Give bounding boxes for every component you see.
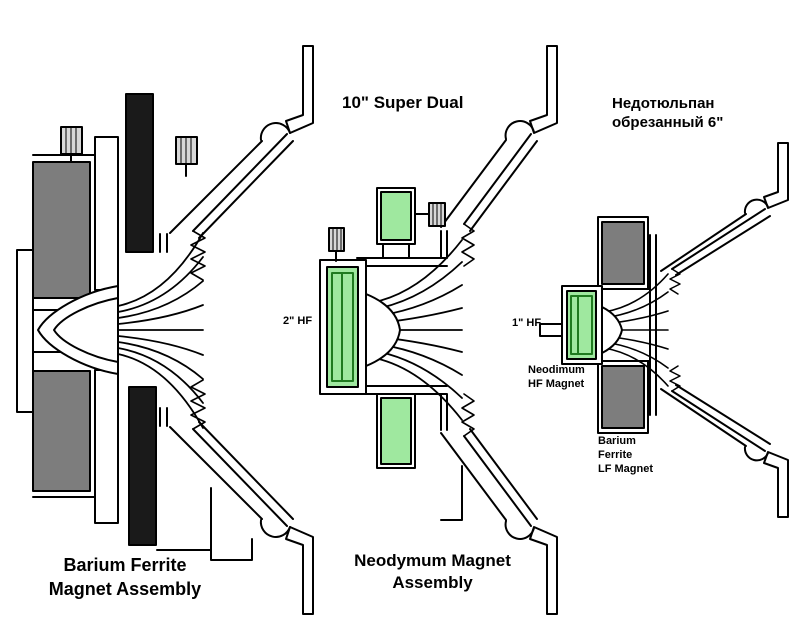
cone-line [603,347,669,387]
pole-block-bottom [128,386,157,546]
basket-slant-bottom [192,421,294,527]
front-plate-top [94,136,119,291]
screw-knurl [332,227,342,252]
basket-slant-bottom [463,428,538,527]
basket-slant-top [463,133,538,232]
hf-size-label-right: 1" HF [512,317,542,329]
rim-bottom [285,526,314,615]
hf-dome [365,293,401,367]
cone-edge-bottom [169,426,263,520]
hf-driver [319,227,367,395]
spider-top [461,223,475,267]
screw-knurl [180,136,192,165]
left-speaker-caption: Barium Ferrite Magnet Assembly [20,553,230,601]
frame-leg [440,465,463,521]
left-speaker-section [16,45,314,615]
plates [597,288,651,362]
surround-top [259,122,291,141]
cone-line [117,280,204,319]
surround-bottom [504,520,535,540]
left-caption-line2: Magnet Assembly [48,579,202,599]
right-title-line2: обрезанный 6" [612,114,724,131]
screw-top [428,202,446,227]
surround-bottom [259,519,291,538]
left-caption-line1: Barium Ferrite [63,555,187,575]
neodymium-magnet-bottom [380,397,412,465]
screw-terminal-right [175,136,198,177]
cone-edge-top [440,139,507,228]
hf-magnet-inner [570,295,593,355]
rim-top [763,142,789,209]
cone-line [117,232,204,307]
screw-knurl [432,202,442,227]
back-plate [16,249,34,413]
neodymium-hf-magnet-label: Neodimum HF Magnet [528,363,585,391]
surround-top [743,198,769,214]
rim-bottom [529,526,558,615]
basket-slant-top [671,208,771,276]
hf-dome [601,306,623,354]
hf-driver [539,285,623,365]
rim-top [285,45,314,134]
barium-magnet-bottom [601,365,645,429]
cone-line [117,347,204,404]
barium-magnet-top [601,221,645,285]
cone-line [117,304,204,325]
spider-bottom [190,379,206,430]
cone-edge-top [169,140,263,234]
right-speaker-title: Недотюльпан обрезанный 6" [612,94,723,132]
magnet-connectors-top [382,243,410,259]
spider-bottom [669,365,681,392]
lf-magnet-label-line3: LF Magnet [598,463,653,475]
hf-magnet-label-line2: HF Magnet [528,378,585,390]
cone-edge-bottom [660,388,747,447]
coil-former [649,234,657,416]
screw-hf [328,227,345,262]
neodymium-magnet-top [380,191,412,241]
middle-speaker-caption: Neodymum Magnet Assembly [330,550,535,594]
frame-leg [156,487,253,561]
barium-lf-magnet-label: Barium Ferrite LF Magnet [598,434,653,476]
dust-dome [37,285,119,375]
spider-bottom [461,393,475,437]
surround-bottom [743,446,769,462]
former-top [159,233,168,253]
cone-line [117,256,204,313]
right-title-line1: Недотюльпан [612,95,715,112]
rim-top [529,45,558,134]
cone-edge-top [660,213,747,272]
spider-top [669,268,681,295]
spider-top [190,230,206,281]
barium-magnet-bottom [32,370,91,492]
screw-terminal-left [60,126,83,163]
front-plate-bottom [94,369,119,524]
cone-line [603,273,669,313]
lf-magnet-label-line2: Ferrite [598,449,633,461]
basket-slant-bottom [671,384,771,452]
middle-caption-line2: Assembly [392,573,473,592]
right-speaker-section [539,142,789,518]
barium-magnet-top [32,161,91,299]
middle-speaker-section [319,45,558,615]
screw-knurl [65,126,77,155]
rim-bottom [763,451,789,518]
hf-size-label-middle: 2" HF [283,315,313,327]
hf-magnet-label-line1: Neodimum [528,364,585,376]
middle-caption-line1: Neodymum Magnet [354,551,511,570]
basket-slant-top [192,133,294,239]
cone-line [117,353,204,429]
cone-edge-bottom [440,432,507,521]
hf-terminals [539,323,563,337]
cone-fan [117,232,204,429]
lf-magnet-label-line1: Barium [598,435,636,447]
dust-dome-inner-line [53,297,119,363]
surround-top [504,120,535,140]
cone-line [117,341,204,380]
former-bottom [159,407,168,427]
cone-line [117,335,204,356]
pole-block-top [125,93,154,253]
top-plate [356,230,448,267]
middle-speaker-title: 10" Super Dual [342,93,464,112]
